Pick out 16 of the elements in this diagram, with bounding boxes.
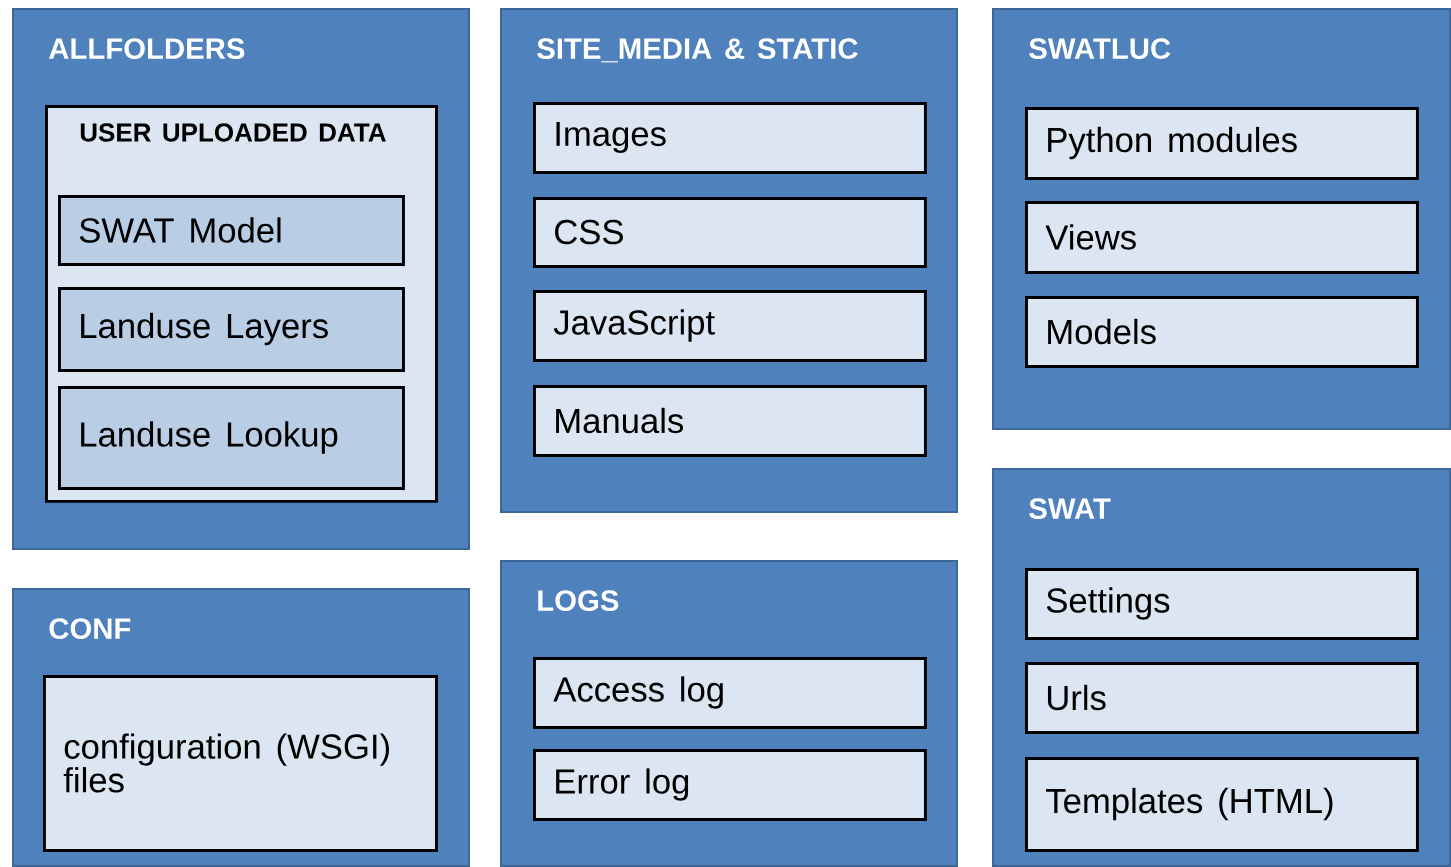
item-box: Models xyxy=(1025,296,1419,368)
item-box: JavaScript xyxy=(533,290,927,362)
item-box: Access log xyxy=(533,657,927,729)
item-box: Landuse Lookup xyxy=(58,386,405,490)
item-box: Manuals xyxy=(533,385,927,457)
item-box: Python modules xyxy=(1025,107,1419,180)
item-box: configuration (WSGI) files xyxy=(43,675,438,852)
item-box: Views xyxy=(1025,201,1419,274)
item-box: CSS xyxy=(533,197,927,268)
item-box: Images xyxy=(533,102,927,174)
item-box: Landuse Layers xyxy=(58,287,405,372)
item-box: Templates (HTML) xyxy=(1025,757,1419,852)
item-box: Urls xyxy=(1025,662,1419,734)
item-box: Settings xyxy=(1025,568,1419,640)
item-box: Error log xyxy=(533,749,927,821)
item-box: SWAT Model xyxy=(58,195,405,266)
